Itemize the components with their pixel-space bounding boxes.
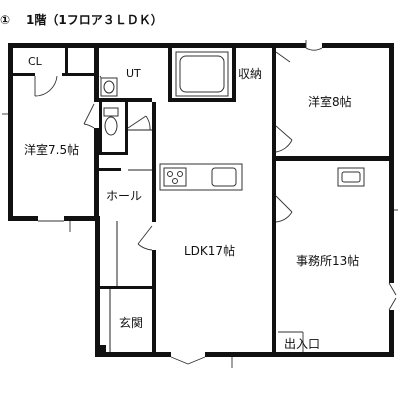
room-label-doorway: 出入口: [284, 337, 320, 351]
room-label-western-room-7-5: 洋室7.5帖: [24, 142, 79, 157]
room-label-western-room-8: 洋室8帖: [308, 94, 352, 109]
exterior-walls: [8, 43, 394, 357]
interior-walls: [13, 48, 394, 357]
fixtures: [98, 51, 365, 353]
room-label-entrance: 玄関: [119, 315, 143, 330]
floor-title: 1階（1フロア３ＬＤＫ）: [26, 12, 163, 27]
room-label-closet: CL: [28, 55, 43, 68]
thin-lines: [109, 129, 152, 352]
room-label-storage: 収納: [238, 67, 262, 81]
room-label-utility: UT: [126, 67, 141, 80]
room-label-office: 事務所13帖: [296, 253, 359, 268]
floor-marker: ①: [0, 13, 10, 27]
room-label-hall: ホール: [106, 189, 142, 203]
room-label-ldk: LDK17帖: [184, 243, 235, 258]
doors: [2, 40, 398, 368]
sink-icon: [211, 167, 237, 187]
toilet-icon: [103, 107, 119, 117]
